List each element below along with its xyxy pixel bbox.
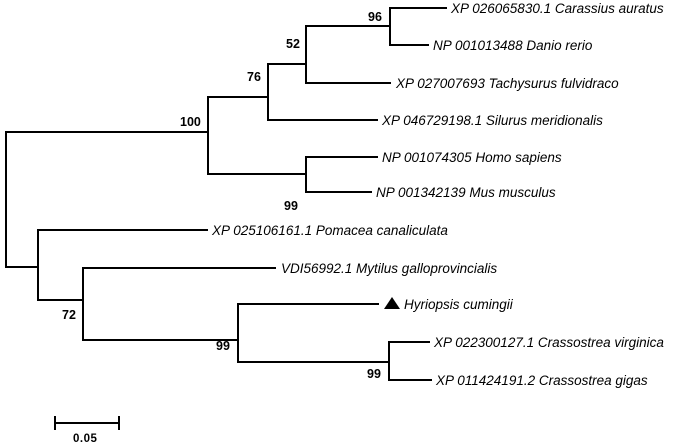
bootstrap-vertebrates: 100 [180, 115, 201, 129]
bootstrap-mammals: 99 [284, 199, 298, 213]
leaf-label-silurus: XP 046729198.1 Silurus meridionalis [381, 113, 603, 128]
leaf-label-gigas: XP 011424191.2 Crassostrea gigas [435, 373, 648, 388]
bootstrap-mytilus-group: 72 [62, 308, 76, 322]
leaf-label-hyriopsis: Hyriopsis cumingii [404, 297, 514, 312]
leaf-label-mytilus: VDI56992.1 Mytilus galloprovincialis [281, 261, 497, 276]
leaf-label-tachysurus: XP 027007693 Tachysurus fulvidraco [395, 76, 619, 91]
leaf-label-danio: NP 001013488 Danio rerio [433, 38, 593, 53]
leaf-label-mus: NP 001342139 Mus musculus [376, 185, 556, 200]
bootstrap-carassius-danio: 96 [368, 10, 382, 24]
triangle-marker-icon [384, 297, 400, 309]
leaf-label-homo: NP 001074305 Homo sapiens [382, 150, 562, 165]
leaf-label-carassius: XP 026065830.1 Carassius auratus [450, 1, 664, 16]
leaf-label-pomacea: XP 025106161.1 Pomacea canaliculata [211, 223, 448, 238]
bootstrap-hyriopsis-oysters: 99 [216, 339, 230, 353]
scale-bar: 0.05 [54, 416, 120, 445]
leaf-label-virginica: XP 022300127.1 Crassostrea virginica [433, 335, 664, 350]
bootstrap-oysters: 99 [367, 367, 381, 381]
bootstrap-cyprinids-tachysurus: 52 [286, 37, 300, 51]
bootstrap-fish-clade: 76 [247, 70, 261, 84]
scale-bar-label: 0.05 [73, 433, 97, 445]
